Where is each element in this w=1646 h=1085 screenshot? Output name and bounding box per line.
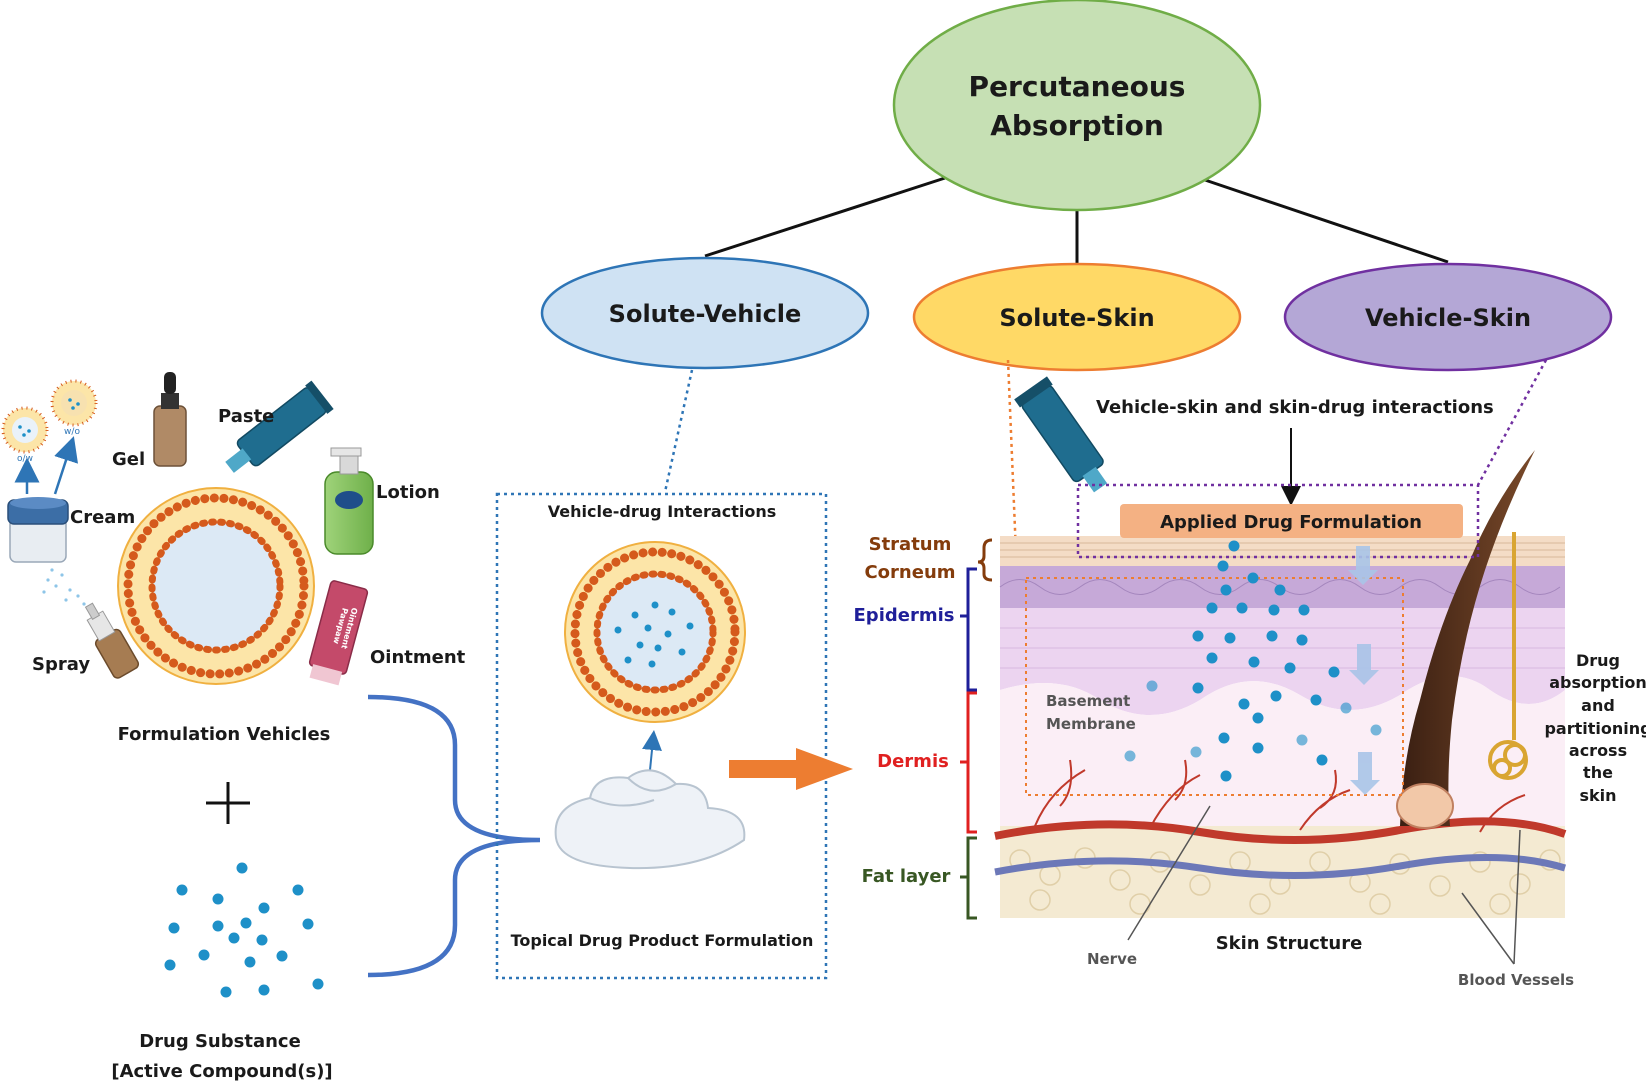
basement-membrane-line1: Basement: [1046, 692, 1130, 710]
solute-skin-label: Solute-Skin: [999, 304, 1154, 332]
vehicle-skin-dotted-box: [1076, 483, 1480, 559]
vehicle-skin-node: Vehicle-Skin: [1283, 262, 1613, 372]
ointment-label: Ointment: [370, 647, 466, 668]
absorption-line-5: across: [1569, 741, 1627, 760]
gel-bottle-icon: [153, 372, 187, 467]
paste-tube-icon: [225, 380, 334, 473]
cream-to-wo-arrow: [53, 436, 79, 495]
solute-skin-node: Solute-Skin: [912, 262, 1242, 372]
applied-drug-formulation-bar: [1120, 504, 1463, 538]
vessels-leader-line-2: [1513, 829, 1521, 965]
spray-bottle-icon: [42, 568, 140, 679]
skin-cross-section-icon: [994, 450, 1567, 918]
plus-icon: [206, 782, 250, 824]
cream-label: Cream: [70, 507, 135, 528]
skin-section: Vehicle-skin and skin-drug interactions: [854, 376, 1646, 989]
sweat-gland-icon: [1488, 532, 1528, 780]
absorption-line-4: partitioning: [1544, 719, 1646, 738]
ointment-tube-icon: Pawpaw Ointment: [308, 580, 369, 686]
wo-emulsion-icon: w/o: [50, 379, 98, 437]
vehicle-drug-interactions-box: Vehicle-drug Interactions Topical Drug P…: [495, 492, 828, 980]
dermis-bracket: [960, 691, 977, 834]
connector-root-vehicle-skin: [1204, 178, 1449, 264]
vehicle-skin-label: Vehicle-Skin: [1365, 304, 1531, 332]
topical-formulation-caption: Topical Drug Product Formulation: [511, 931, 814, 950]
lotion-bottle-icon: [324, 447, 374, 555]
solute-vehicle-label: Solute-Vehicle: [609, 300, 802, 328]
wo-label: w/o: [64, 427, 80, 437]
fat-bracket: [960, 836, 977, 920]
epidermis-bracket: [960, 567, 977, 692]
cream-jar-icon: [7, 497, 69, 563]
epidermis-label: Epidermis: [854, 605, 955, 626]
formulation-vehicles-caption: Formulation Vehicles: [118, 724, 331, 745]
absorption-note: Drug absorption and partitioning across …: [1544, 651, 1646, 805]
central-liposome-icon: [117, 487, 315, 685]
solute-vehicle-dotted-line: [663, 369, 694, 493]
fat-layer-label: Fat layer: [862, 866, 951, 887]
blood-vessel-red: [994, 817, 1567, 845]
skin-structure-title: Skin Structure: [1216, 933, 1363, 954]
root-ellipse: [892, 0, 1262, 212]
ow-label: o/w: [17, 454, 33, 464]
connector-root-solute-vehicle: [704, 176, 946, 258]
tree-connectors: [704, 176, 1449, 264]
absorption-line-6: the: [1583, 763, 1613, 782]
vehicle-skin-dotted-line: [1476, 359, 1548, 486]
blood-vessel-blue: [994, 853, 1567, 880]
drug-substance-dots: [164, 862, 324, 998]
solute-skin-dotted-box: [1025, 577, 1404, 796]
orange-arrow: [729, 748, 853, 790]
nerve-label: Nerve: [1087, 950, 1137, 968]
nerve-leader-line: [1127, 805, 1211, 941]
drug-substance-line1: Drug Substance: [139, 1031, 301, 1052]
skin-drug-dots: [1124, 540, 1382, 782]
vehicle-skin-ellipse: [1283, 262, 1613, 372]
spray-label: Spray: [32, 654, 90, 675]
root-node: Percutaneous Absorption: [892, 0, 1262, 212]
absorption-line-7: skin: [1579, 786, 1616, 805]
root-label-line2: Absorption: [990, 109, 1164, 142]
stratum-bracket: [977, 538, 993, 582]
vessels-leader-line-1: [1461, 892, 1515, 965]
drug-substance-line2: [Active Compound(s)]: [111, 1061, 332, 1082]
absorption-line-3: and: [1581, 696, 1615, 715]
curly-bracket: [367, 694, 541, 978]
dermis-label: Dermis: [877, 751, 949, 772]
paste-label: Paste: [218, 406, 274, 427]
applicator-tube-icon: [1014, 376, 1108, 493]
stratum-label-line2: Corneum: [864, 562, 955, 583]
formulation-vehicles-group: o/w w/o Cream Gel Paste: [1, 372, 466, 745]
blood-vessels-label: Blood Vessels: [1458, 971, 1574, 989]
root-label-line1: Percutaneous: [969, 70, 1186, 103]
absorption-line-2: absorption: [1549, 673, 1646, 692]
stratum-label-line1: Stratum: [869, 534, 952, 555]
loaded-liposome-icon: [564, 541, 746, 723]
solute-vehicle-node: Solute-Vehicle: [540, 256, 870, 370]
solute-vehicle-ellipse: [540, 256, 870, 370]
gel-label: Gel: [112, 449, 145, 470]
vehicle-drug-title: Vehicle-drug Interactions: [548, 502, 777, 521]
permeation-arrows: [1348, 546, 1380, 795]
hair-follicle-icon: [1400, 450, 1535, 826]
applied-drug-formulation-label: Applied Drug Formulation: [1160, 512, 1422, 533]
skin-interactions-header: Vehicle-skin and skin-drug interactions: [1096, 397, 1494, 418]
lotion-label: Lotion: [376, 482, 440, 503]
cream-dollop-icon: [554, 769, 746, 870]
ow-emulsion-icon: o/w: [1, 406, 49, 464]
solute-skin-ellipse: [912, 262, 1242, 372]
absorption-line-1: Drug: [1576, 651, 1620, 670]
basement-membrane-line2: Membrane: [1046, 715, 1136, 733]
